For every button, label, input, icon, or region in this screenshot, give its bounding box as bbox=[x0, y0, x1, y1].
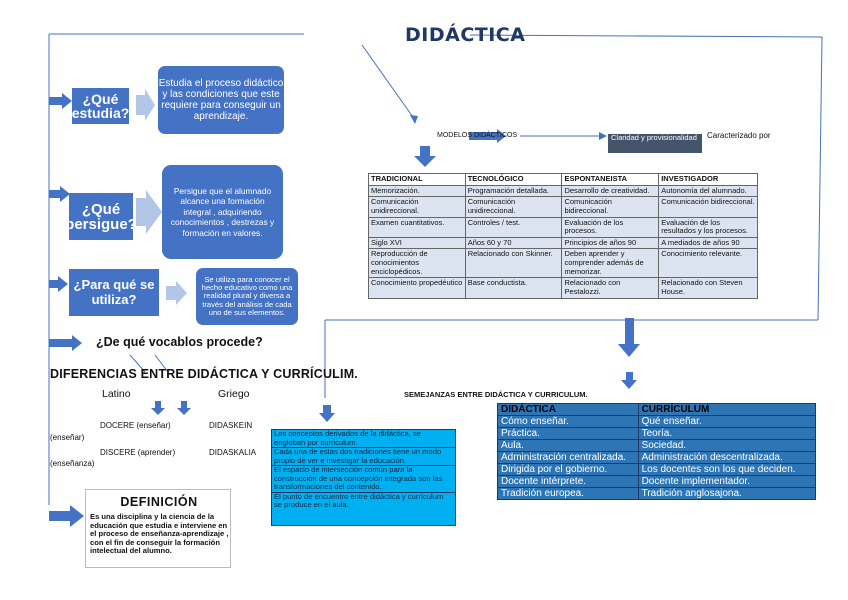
table-row: Administración centralizada. Administrac… bbox=[497, 451, 817, 464]
list-item: Cada una de estas dos tradiciones tiene … bbox=[272, 447, 455, 466]
table-cell: Cómo enseñar. bbox=[497, 415, 639, 428]
table-cell: Programación detallada. bbox=[464, 184, 563, 198]
list-item: Los conceptos derivados de la didáctica,… bbox=[272, 429, 455, 448]
table-cell: Relacionado con Pestalozzi. bbox=[561, 277, 660, 299]
question-studies-label: ¿Qué estudia? bbox=[72, 91, 129, 121]
models-header-cell: INVESTIGADOR bbox=[658, 173, 758, 186]
table-cell: Años 60 y 70 bbox=[464, 236, 563, 250]
table-cell: Controles / test. bbox=[464, 216, 563, 238]
list-item: El punto de encuentro entre didáctica y … bbox=[274, 491, 444, 509]
vocab-question: ¿De qué vocablos procede? bbox=[96, 335, 263, 349]
table-row: Memorización. Programación detallada. De… bbox=[368, 184, 758, 198]
table-cell: Dirigida por el gobierno. bbox=[497, 463, 639, 476]
table-cell: Evaluación de los procesos. bbox=[561, 216, 660, 238]
comparison-header-row: DIDÁCTICA CURRÍCULUM bbox=[497, 403, 817, 416]
table-cell: Docente intérprete. bbox=[497, 475, 639, 488]
discere-term: DISCERE (aprender) bbox=[100, 448, 176, 457]
table-cell: Docente implementador. bbox=[637, 475, 817, 488]
table-cell: Administración centralizada. bbox=[497, 451, 639, 464]
definition-title: DEFINICIÓN bbox=[120, 495, 198, 509]
question-box-usage: ¿Para qué se utiliza? bbox=[69, 269, 159, 316]
similarities-box: Los conceptos derivados de la didáctica,… bbox=[271, 429, 456, 526]
models-header-row: TRADICIONAL TECNOLÓGICO ESPONTANEISTA IN… bbox=[368, 173, 758, 186]
table-cell: Conocimiento relevante. bbox=[658, 248, 758, 279]
table-cell: Memorización. bbox=[368, 184, 466, 198]
definition-text: Es una disciplina y la ciencia de la edu… bbox=[90, 512, 229, 555]
docere-term: DOCERE (enseñar) bbox=[100, 421, 171, 430]
comparison-header-cell: DIDÁCTICA bbox=[497, 403, 639, 416]
similarities-title: SEMEJANZAS ENTRE DIDÁCTICA Y CURRICULUM. bbox=[404, 390, 588, 399]
table-cell: Examen cuantitativos. bbox=[368, 216, 466, 238]
definition-box: DEFINICIÓN Es una disciplina y la cienci… bbox=[85, 489, 231, 568]
question-usage-label: ¿Para qué se utiliza? bbox=[73, 276, 155, 307]
answer-usage-text: Se utiliza para conocer el hecho educati… bbox=[201, 274, 293, 318]
clarity-box: Claridad y provisionalidad bbox=[608, 133, 702, 153]
didaskalia-term: DIDASKALIA bbox=[209, 448, 257, 457]
table-cell: Sociedad. bbox=[637, 439, 817, 452]
table-cell: Principios de años 90 bbox=[561, 236, 660, 250]
models-header-cell: ESPONTANEISTA bbox=[561, 173, 660, 186]
models-table: TRADICIONAL TECNOLÓGICO ESPONTANEISTA IN… bbox=[368, 173, 758, 299]
table-cell: Siglo XVI bbox=[368, 236, 466, 250]
table-cell: Comunicación bidireccional. bbox=[561, 196, 660, 218]
table-row: Siglo XVI Años 60 y 70 Principios de año… bbox=[368, 236, 758, 250]
table-row: Reproducción de conocimientos enciclopéd… bbox=[368, 248, 758, 279]
table-cell: Tradición europea. bbox=[497, 487, 639, 500]
docere-meaning: (enseñar) bbox=[50, 433, 85, 442]
table-cell: Aula. bbox=[497, 439, 639, 452]
table-row: Dirigida por el gobierno. Los docentes s… bbox=[497, 463, 817, 476]
didaskein-term: DIDASKEIN bbox=[209, 421, 253, 430]
table-cell: Qué enseñar. bbox=[637, 415, 817, 428]
table-row: Comunicación unidireccional. Comunicació… bbox=[368, 196, 758, 218]
answer-pursues-text: Persigue que el alumnado alcance una for… bbox=[170, 185, 275, 238]
table-cell: A mediados de años 90 bbox=[658, 236, 758, 250]
table-cell: Desarrollo de creatividad. bbox=[561, 184, 660, 198]
discere-meaning: (enseñanza) bbox=[50, 459, 95, 468]
greek-label: Griego bbox=[218, 388, 250, 400]
table-cell: Deben aprender y comprender además de me… bbox=[561, 248, 660, 279]
answer-box-pursues: Persigue que el alumnado alcance una for… bbox=[162, 165, 283, 259]
models-label: MODELOS DIDÁCTICOS bbox=[437, 132, 518, 139]
question-box-studies: ¿Qué estudia? bbox=[72, 88, 129, 124]
table-row: Examen cuantitativos. Controles / test. … bbox=[368, 216, 758, 238]
answer-box-studies: Estudia el proceso didáctico y las condi… bbox=[158, 66, 284, 134]
table-row: Cómo enseñar. Qué enseñar. bbox=[497, 415, 817, 428]
table-cell: Administración descentralizada. bbox=[637, 451, 817, 464]
table-row: Práctica. Teoría. bbox=[497, 427, 817, 440]
table-row: Tradición europea. Tradición anglosajona… bbox=[497, 487, 817, 500]
table-cell: Relacionado con Steven House. bbox=[658, 277, 758, 299]
table-cell: Tradición anglosajona. bbox=[637, 487, 817, 500]
answer-box-usage: Se utiliza para conocer el hecho educati… bbox=[196, 268, 298, 325]
question-pursues-label: ¿Qué persigue? bbox=[69, 200, 133, 233]
table-row: Docente intérprete. Docente implementado… bbox=[497, 475, 817, 488]
page-title: DIDÁCTICA bbox=[405, 24, 526, 46]
characterized-label: Caracterizado por bbox=[707, 131, 771, 140]
table-cell: Comunicación unidireccional. bbox=[464, 196, 563, 218]
comparison-table: DIDÁCTICA CURRÍCULUM Cómo enseñar. Qué e… bbox=[497, 403, 817, 500]
table-cell: Práctica. bbox=[497, 427, 639, 440]
table-row: Conocimiento propedéutico Base conductis… bbox=[368, 277, 758, 299]
table-cell: Reproducción de conocimientos enciclopéd… bbox=[368, 248, 466, 279]
list-item: El espacio de intersección común para la… bbox=[272, 465, 455, 493]
differences-title: DIFERENCIAS ENTRE DIDÁCTICA Y CURRÍCULIM… bbox=[50, 367, 358, 381]
table-cell: Evaluación de los resultados y los proce… bbox=[658, 216, 758, 238]
table-cell: Conocimiento propedéutico bbox=[368, 277, 466, 299]
table-cell: Autonomía del alumnado. bbox=[658, 184, 758, 198]
table-cell: Base conductista. bbox=[464, 277, 563, 299]
table-cell: Relacionado con Skinner. bbox=[464, 248, 563, 279]
comparison-header-cell: CURRÍCULUM bbox=[637, 403, 817, 416]
table-cell: Comunicación bidireccional. bbox=[658, 196, 758, 218]
answer-studies-text: Estudia el proceso didáctico y las condi… bbox=[158, 78, 284, 122]
table-row: Aula. Sociedad. bbox=[497, 439, 817, 452]
models-header-cell: TECNOLÓGICO bbox=[464, 173, 563, 186]
table-cell: Los docentes son los que deciden. bbox=[637, 463, 817, 476]
models-header-cell: TRADICIONAL bbox=[368, 173, 466, 186]
question-box-pursues: ¿Qué persigue? bbox=[69, 193, 133, 240]
table-cell: Teoría. bbox=[637, 427, 817, 440]
latin-label: Latino bbox=[102, 388, 131, 400]
table-cell: Comunicación unidireccional. bbox=[368, 196, 466, 218]
